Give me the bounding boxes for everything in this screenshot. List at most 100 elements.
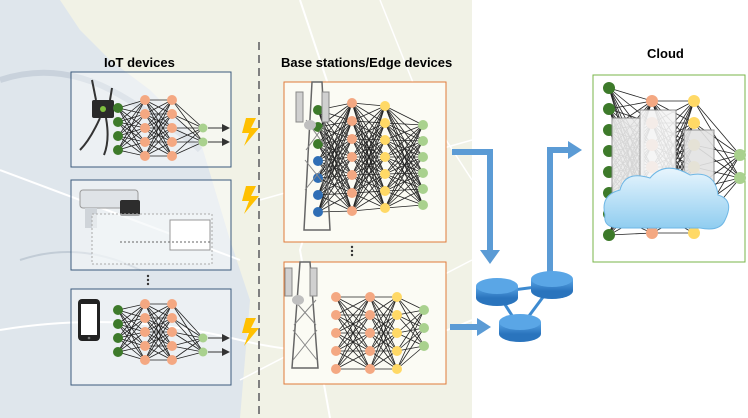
nn-node: [140, 341, 150, 351]
nn-edge: [608, 232, 653, 236]
nn-edge: [351, 105, 386, 176]
nn-node: [167, 109, 177, 119]
cell-tower-icon: [295, 81, 331, 231]
nn-edge: [317, 210, 353, 213]
nn-node: [365, 328, 375, 338]
nn-node: [140, 355, 150, 365]
nn-node: [331, 292, 341, 302]
nn-edge: [384, 139, 424, 174]
nn-edge: [317, 102, 353, 145]
nn-edge: [117, 99, 146, 137]
nn-edge: [171, 351, 204, 361]
nn-edge: [369, 296, 398, 352]
nn-node: [167, 341, 177, 351]
nn-edge: [117, 113, 146, 151]
nn-node: [347, 152, 357, 162]
nn-node: [167, 137, 177, 147]
nn-node: [167, 355, 177, 365]
nn-edge: [351, 138, 386, 192]
nn-edge: [317, 174, 353, 213]
nn-node: [419, 341, 429, 351]
nn-edge: [317, 102, 353, 213]
nn-edge: [384, 122, 424, 126]
nn-edge: [693, 100, 741, 179]
nn-node: [688, 95, 700, 107]
nn-edge: [384, 122, 424, 158]
nn-edge: [144, 113, 173, 157]
nn-edge: [351, 102, 386, 107]
nn-edge: [369, 296, 398, 370]
nn-edge: [317, 102, 353, 196]
nn-node: [140, 95, 150, 105]
nn-node: [688, 117, 700, 129]
nn-edge: [384, 105, 424, 158]
security-camera-icon: [79, 189, 213, 265]
nn-node: [347, 170, 357, 180]
nn-edge: [608, 100, 653, 110]
nn-edge: [369, 296, 398, 334]
nn-edge: [384, 188, 424, 209]
nn-iot-sensor: [113, 95, 230, 161]
nn-edge: [317, 143, 353, 194]
nn-node: [140, 109, 150, 119]
nn-edge: [369, 314, 398, 370]
nn-edge: [317, 160, 353, 176]
nn-node: [347, 188, 357, 198]
nn-node: [646, 227, 658, 239]
nn-edge: [384, 156, 424, 174]
nn-node: [140, 123, 150, 133]
nn-edge: [351, 156, 386, 212]
nn-edge: [117, 99, 146, 123]
nn-node: [418, 168, 428, 178]
nn-node: [167, 151, 177, 161]
nn-node: [380, 186, 390, 196]
nn-node: [313, 139, 323, 149]
nn-edge: [317, 156, 353, 213]
nn-edge: [369, 296, 398, 316]
nn-edge: [384, 140, 424, 209]
nn-node: [167, 123, 177, 133]
nn-edge: [144, 141, 173, 157]
nn-edge: [369, 350, 398, 370]
nn-edge: [351, 138, 386, 158]
router-icon: [476, 271, 573, 342]
nn-node: [603, 229, 615, 241]
nn-edge: [317, 126, 353, 176]
nn-node: [331, 328, 341, 338]
nn-node: [392, 292, 402, 302]
nn-edge: [317, 120, 353, 213]
nn-edge: [317, 160, 353, 212]
nn-node: [419, 323, 429, 333]
nn-node: [392, 364, 402, 374]
nn-edge: [396, 309, 425, 334]
nn-iot-phone: [113, 299, 230, 365]
nn-edge: [117, 303, 146, 339]
nn-node: [198, 137, 208, 147]
nn-edge: [396, 309, 425, 352]
nn-edge: [144, 303, 173, 319]
nn-node: [313, 105, 323, 115]
nn-edge: [144, 331, 173, 361]
smartphone-icon: [78, 299, 100, 341]
ellipsis-marker: [146, 245, 354, 286]
nn-edge: [351, 105, 386, 140]
nn-edge: [351, 156, 386, 175]
nn-edge: [171, 113, 204, 129]
nn-edge: [317, 143, 353, 176]
cloud-label: Cloud: [647, 46, 684, 61]
cell-tower-icon-2: [284, 261, 319, 369]
nn-edge: [351, 102, 386, 158]
nn-edge: [144, 345, 173, 361]
nn-node: [313, 173, 323, 183]
nn-node: [331, 310, 341, 320]
nn-edge-top: [313, 98, 428, 217]
nn-edge: [351, 105, 386, 158]
nn-node: [688, 227, 700, 239]
nn-edge: [117, 99, 146, 151]
nn-node: [113, 347, 123, 357]
nn-node: [392, 310, 402, 320]
nn-node: [734, 172, 746, 184]
nn-node: [418, 152, 428, 162]
nn-edge: [335, 314, 371, 370]
nn-edge: [384, 139, 424, 190]
